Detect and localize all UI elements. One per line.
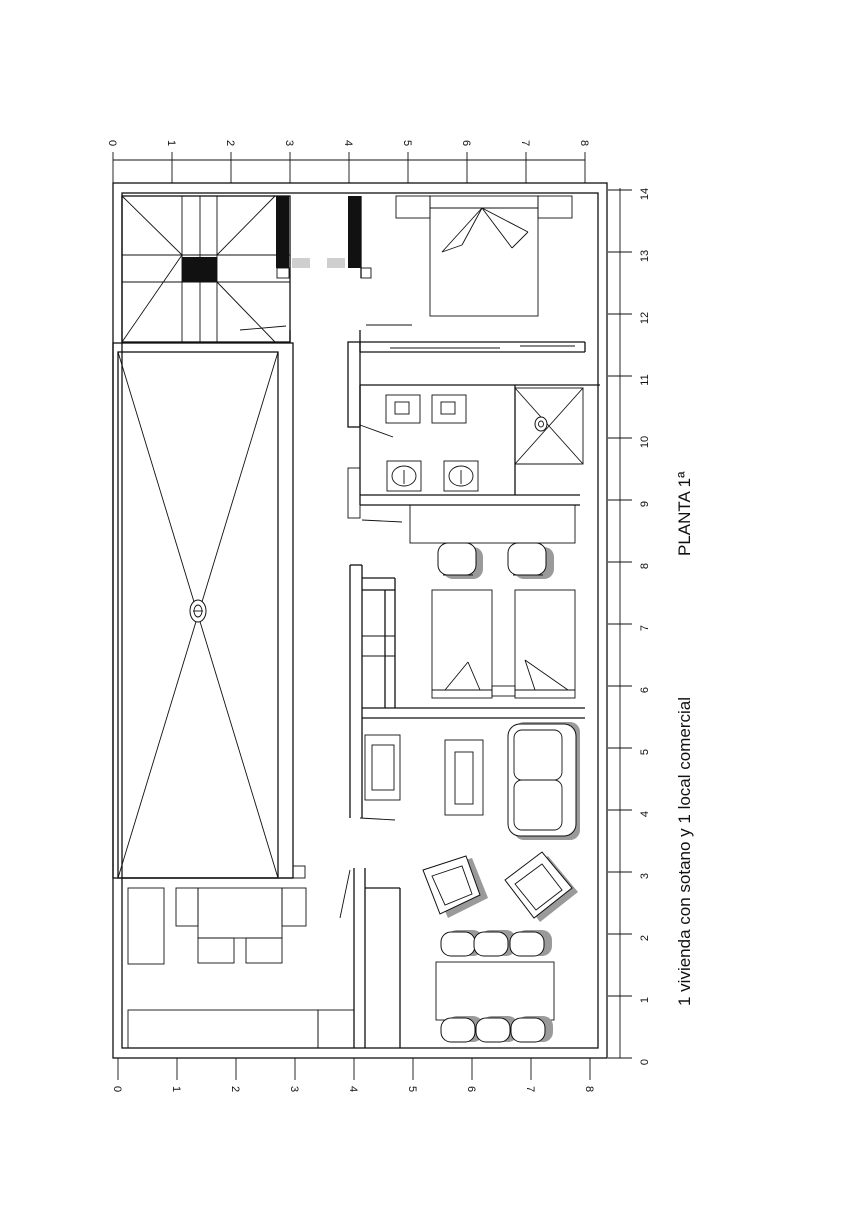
left-ruler-label: 0 xyxy=(111,1086,123,1092)
left-ruler-label: 7 xyxy=(524,1086,536,1092)
top-ruler-label: 6 xyxy=(460,140,472,146)
top-ruler-label: 4 xyxy=(342,140,354,146)
right-ruler-label: 10 xyxy=(639,436,651,448)
dining-area xyxy=(435,930,555,1043)
top-ruler-label: 3 xyxy=(283,140,295,146)
right-ruler-label: 11 xyxy=(639,374,651,385)
top-ruler-label: 7 xyxy=(519,140,531,146)
right-ruler-label: 14 xyxy=(639,188,651,200)
left-ruler-label: 8 xyxy=(583,1086,595,1092)
left-ruler-label: 3 xyxy=(288,1086,300,1092)
right-ruler-label: 9 xyxy=(639,501,651,507)
right-ruler-label: 1 xyxy=(639,997,651,1003)
left-ruler-label: 6 xyxy=(465,1086,477,1092)
left-ruler: 0 1 2 3 4 5 6 7 8 xyxy=(111,1057,595,1092)
outer-walls xyxy=(112,182,608,1059)
right-ruler-label: 12 xyxy=(639,312,651,324)
master-bedroom xyxy=(359,195,586,353)
left-ruler-label: 4 xyxy=(347,1086,359,1092)
dining-chairs-top xyxy=(440,930,552,957)
right-ruler-label: 2 xyxy=(639,935,651,941)
kitchen xyxy=(122,865,355,1049)
right-ruler-label: 4 xyxy=(639,811,651,817)
top-ruler-label: 0 xyxy=(106,140,118,146)
corridor-walls xyxy=(239,325,401,1048)
plan-title: PLANTA 1ª xyxy=(675,471,694,556)
plan-subtitle: 1 vivienda con sotano y 1 local comercia… xyxy=(675,697,694,1006)
stairwell xyxy=(121,195,372,343)
right-ruler-label: 8 xyxy=(639,563,651,569)
atrium-skylight xyxy=(112,342,294,879)
right-ruler-label: 5 xyxy=(639,749,651,755)
right-ruler-label: 13 xyxy=(639,250,651,262)
top-ruler-label: 5 xyxy=(401,140,413,146)
right-ruler-label: 7 xyxy=(639,625,651,631)
right-ruler-label: 6 xyxy=(639,687,651,693)
dining-chairs-bottom xyxy=(440,1016,553,1043)
left-ruler-label: 1 xyxy=(170,1086,182,1092)
top-ruler-label: 1 xyxy=(165,140,177,146)
left-ruler-label: 2 xyxy=(229,1086,241,1092)
top-ruler-label: 8 xyxy=(578,140,590,146)
right-ruler-label: 0 xyxy=(639,1059,651,1065)
right-ruler-label: 3 xyxy=(639,873,651,879)
twin-bedroom xyxy=(362,504,585,719)
left-ruler-label: 5 xyxy=(406,1086,418,1092)
living-room xyxy=(364,722,580,922)
top-ruler-label: 2 xyxy=(224,140,236,146)
top-ruler: 0 1 2 3 4 5 6 7 8 xyxy=(106,140,590,183)
bathrooms xyxy=(347,341,600,523)
